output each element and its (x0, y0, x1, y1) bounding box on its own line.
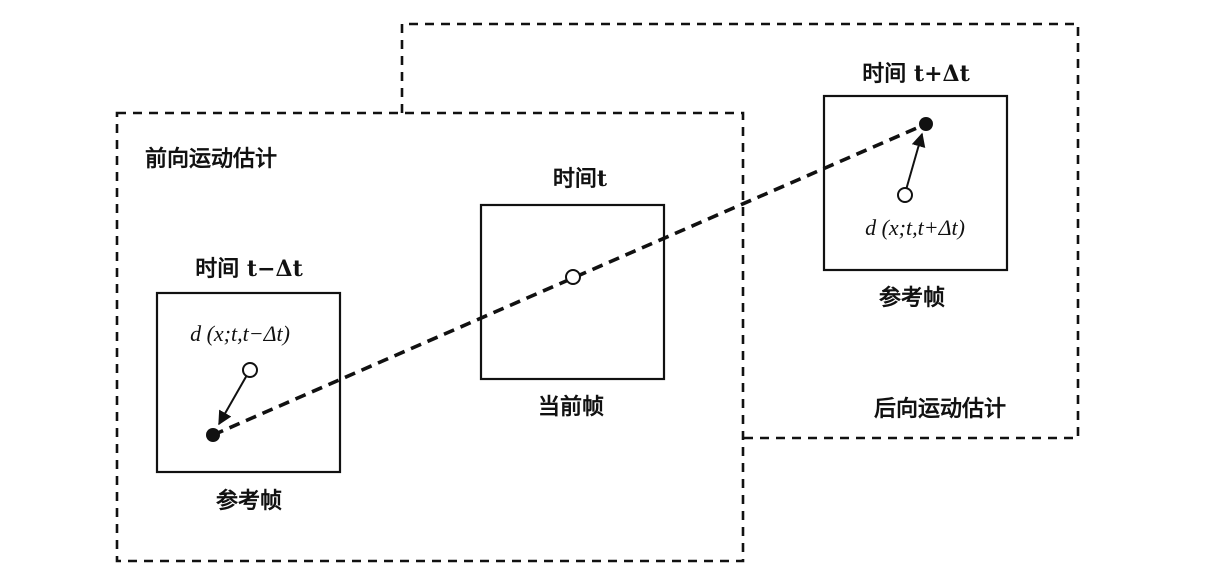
current-pixel-point (565, 269, 581, 285)
past-origin-point (242, 362, 258, 378)
future-origin-point (897, 187, 913, 203)
forward-estimation-region (115, 111, 745, 563)
current-frame-time-label: 时间t (553, 166, 608, 192)
future-matched-point (919, 117, 933, 131)
forward-motion-vector-arrow (905, 132, 926, 191)
backward-estimation-label: 后向运动估计 (874, 396, 1006, 422)
future-reference-frame (822, 94, 1009, 272)
past-frame-time-label: 时间 t−Δt (195, 256, 303, 282)
past-frame-caption: 参考帧 (216, 488, 282, 514)
past-reference-frame (155, 291, 342, 474)
past-frame-vector-label: d (x;t,t−Δt) (190, 321, 290, 346)
forward-estimation-label: 前向运动估计 (145, 146, 277, 172)
future-frame-time-label: 时间 t+Δt (862, 61, 970, 87)
future-frame-caption: 参考帧 (879, 285, 945, 311)
past-matched-point (206, 428, 220, 442)
future-frame-vector-label: d (x;t,t+Δt) (865, 215, 965, 240)
current-frame-caption: 当前帧 (538, 394, 604, 420)
backward-motion-vector-arrow (218, 374, 248, 426)
current-frame (479, 203, 666, 381)
